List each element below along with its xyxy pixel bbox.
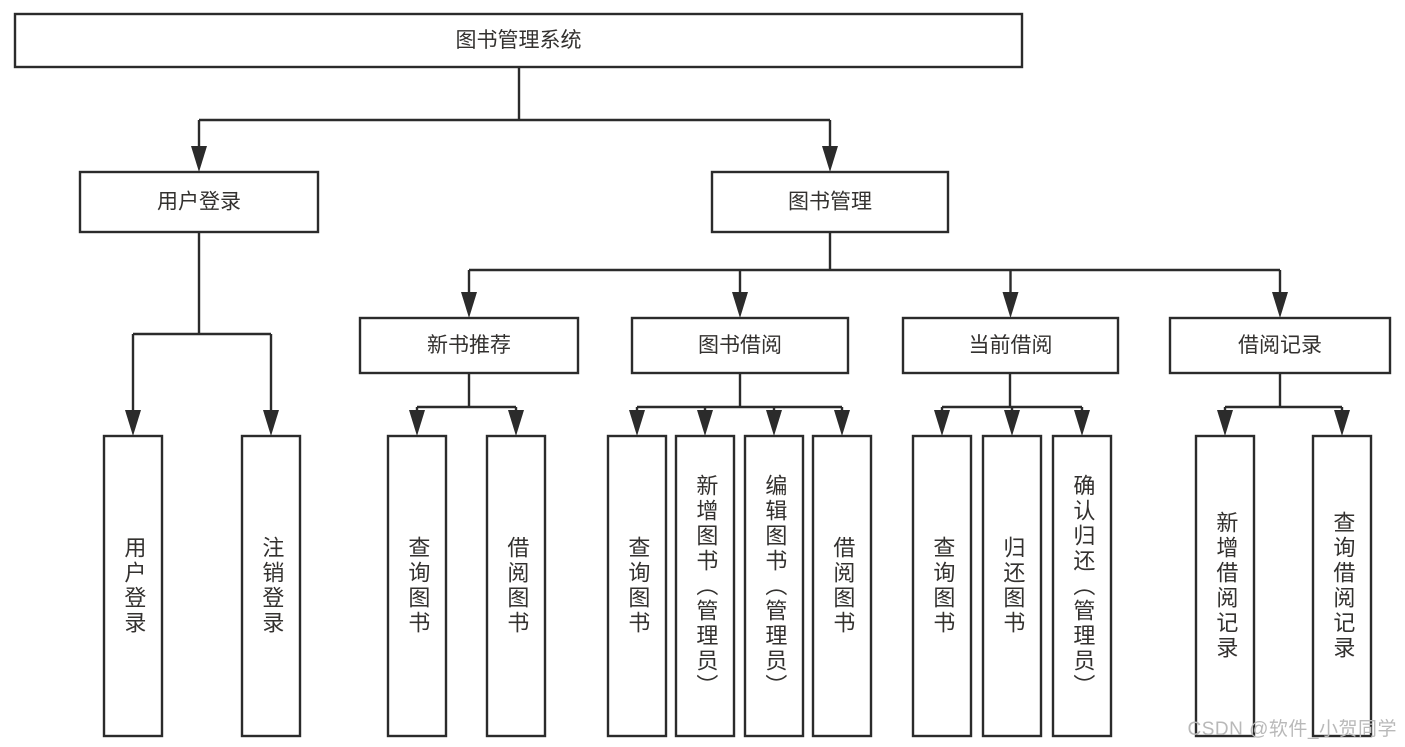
node-box-leaf-borrow-book-rec[interactable] — [485, 434, 547, 738]
node-leaf-borrow-book[interactable] — [811, 434, 873, 738]
node-box-leaf-borrow-book[interactable] — [811, 434, 873, 738]
node-box-leaf-query-book-current[interactable] — [911, 434, 973, 738]
node-box-current-borrow[interactable] — [901, 316, 1120, 375]
node-book-manage[interactable]: 图书管理 — [710, 170, 950, 234]
connector-group — [629, 373, 850, 436]
node-leaf-query-book-borrow[interactable] — [606, 434, 668, 738]
node-leaf-add-book[interactable] — [674, 434, 736, 738]
node-leaf-return-book[interactable] — [981, 434, 1043, 738]
node-box-root[interactable] — [13, 12, 1024, 69]
node-box-leaf-query-book-borrow[interactable] — [606, 434, 668, 738]
node-box-borrow-record[interactable] — [1168, 316, 1392, 375]
node-leaf-query-borrow-record[interactable] — [1311, 434, 1373, 738]
node-leaf-confirm-return[interactable] — [1051, 434, 1113, 738]
connector-group — [409, 373, 524, 436]
node-box-leaf-return-book[interactable] — [981, 434, 1043, 738]
node-box-leaf-add-borrow-record[interactable] — [1194, 434, 1256, 738]
node-box-leaf-query-book-rec[interactable] — [386, 434, 448, 738]
node-label-book-manage: 图书管理 — [788, 191, 872, 214]
node-label-user-login: 用户登录 — [157, 191, 241, 214]
node-label-root: 图书管理系统 — [456, 29, 582, 52]
node-book-borrow[interactable]: 图书借阅 — [630, 316, 850, 375]
node-box-leaf-user-logout[interactable] — [240, 434, 302, 738]
node-leaf-query-book-current[interactable] — [911, 434, 973, 738]
connector-group — [934, 373, 1090, 436]
node-leaf-query-book-rec[interactable] — [386, 434, 448, 738]
node-box-leaf-confirm-return[interactable] — [1051, 434, 1113, 738]
connector-group — [191, 67, 838, 172]
node-box-leaf-user-login[interactable] — [102, 434, 164, 738]
node-box-new-book-rec[interactable] — [358, 316, 580, 375]
node-borrow-record[interactable]: 借阅记录 — [1168, 316, 1392, 375]
node-box-book-manage[interactable] — [710, 170, 950, 234]
node-leaf-user-login[interactable] — [102, 434, 164, 738]
node-leaf-add-borrow-record[interactable] — [1194, 434, 1256, 738]
node-leaf-edit-book[interactable] — [743, 434, 805, 738]
node-label-borrow-record: 借阅记录 — [1238, 334, 1322, 357]
connector-group — [125, 232, 279, 436]
node-box-leaf-add-book[interactable] — [674, 434, 736, 738]
connector-group — [461, 232, 1288, 318]
node-box-book-borrow[interactable] — [630, 316, 850, 375]
node-leaf-user-logout[interactable] — [240, 434, 302, 738]
node-box-user-login[interactable] — [78, 170, 320, 234]
watermark-text: CSDN @软件_小贺同学 — [1187, 719, 1397, 740]
node-label-current-borrow: 当前借阅 — [969, 334, 1053, 357]
node-user-login[interactable]: 用户登录 — [78, 170, 320, 234]
connector-group — [1217, 373, 1350, 436]
connector-layer — [125, 67, 1350, 436]
node-current-borrow[interactable]: 当前借阅 — [901, 316, 1120, 375]
node-box-leaf-query-borrow-record[interactable] — [1311, 434, 1373, 738]
node-box-leaf-edit-book[interactable] — [743, 434, 805, 738]
node-leaf-borrow-book-rec[interactable] — [485, 434, 547, 738]
node-root[interactable]: 图书管理系统 — [13, 12, 1024, 69]
node-label-new-book-rec: 新书推荐 — [427, 334, 511, 357]
node-label-book-borrow: 图书借阅 — [698, 334, 782, 357]
node-new-book-rec[interactable]: 新书推荐 — [358, 316, 580, 375]
